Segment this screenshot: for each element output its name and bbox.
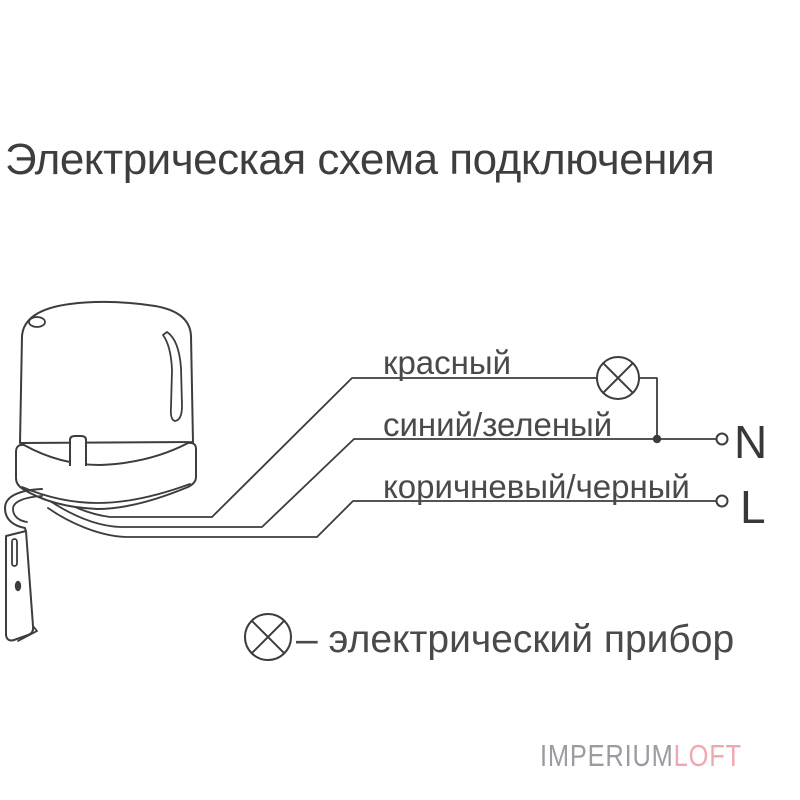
lamp-to-neutral-wire bbox=[638, 377, 658, 440]
page-title: Электрическая схема подключения bbox=[5, 135, 715, 184]
mounting-bracket bbox=[4, 488, 43, 642]
lamp-x-line-2 bbox=[602, 362, 634, 394]
photocell-device bbox=[15, 300, 197, 510]
bracket-strap-edge bbox=[17, 625, 38, 642]
collar-tab bbox=[69, 435, 87, 466]
device-top-notch bbox=[28, 316, 46, 328]
legend-text: – электрический прибор bbox=[296, 618, 735, 661]
bracket-hook-outer bbox=[4, 488, 43, 533]
wire-label-blue-green: синий/зеленый bbox=[383, 406, 613, 443]
watermark: IMPERIUMLOFT bbox=[540, 740, 742, 771]
terminal-l-label: L bbox=[740, 481, 766, 533]
legend-lamp-icon bbox=[244, 613, 292, 661]
wire-blue-green-line bbox=[49, 438, 718, 528]
watermark-loft: LOFT bbox=[673, 738, 742, 773]
wire-brown-black-line bbox=[47, 500, 718, 538]
collar-rim-line bbox=[21, 483, 191, 504]
bracket-hook-inner bbox=[12, 495, 43, 523]
terminal-n-label: N bbox=[734, 416, 768, 468]
wire-label-red: красный bbox=[383, 344, 512, 381]
terminal-n-circle bbox=[715, 432, 729, 446]
junction-dot bbox=[652, 434, 662, 444]
device-body bbox=[19, 300, 194, 444]
bracket-slot bbox=[11, 538, 18, 567]
device-side-seam bbox=[162, 331, 183, 422]
device-base-collar bbox=[15, 441, 197, 510]
wire-label-brown-black: коричневый/черный bbox=[383, 468, 690, 505]
terminal-l-circle bbox=[715, 494, 729, 508]
bracket-hole bbox=[14, 580, 22, 592]
lamp-symbol-icon bbox=[596, 356, 640, 400]
legend-lamp-x-line-2 bbox=[250, 619, 286, 655]
watermark-imperium: IMPERIUM bbox=[540, 738, 674, 773]
